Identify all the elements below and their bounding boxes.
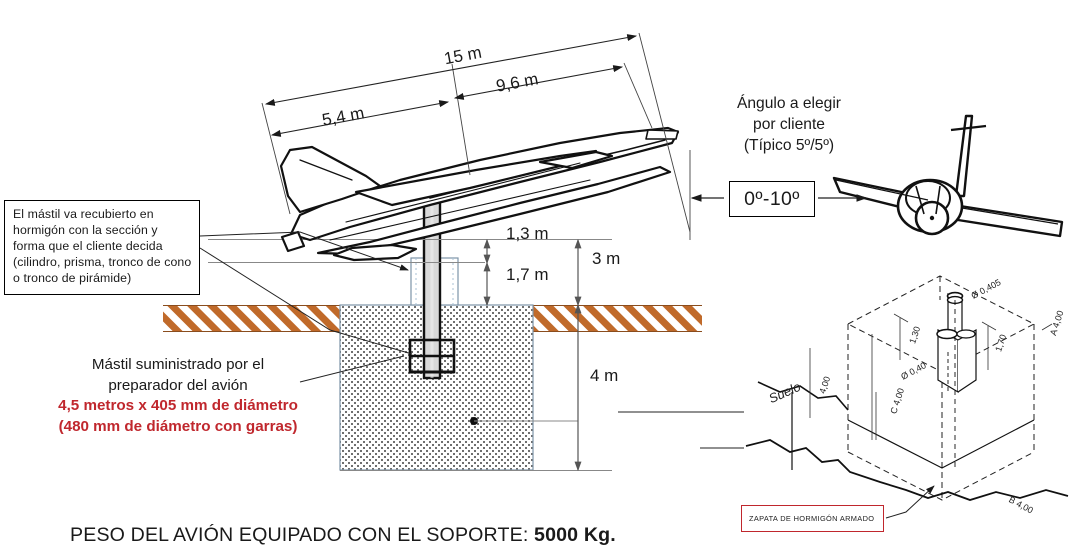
angle-leader-lines [689, 150, 868, 240]
dimension-label-mast-lower: 1,7 m [506, 265, 549, 284]
note-mast-cover-text: El mástil va recubierto en hormigón con … [13, 207, 192, 285]
note-leader-lines [199, 231, 413, 355]
footer-weight-value: 5000 Kg. [534, 524, 616, 546]
zapata-label-box: ZAPATA DE HORMIGÓN ARMADO [741, 505, 884, 532]
mast-caption-line3: 4,5 metros x 405 mm de diámetro [58, 397, 298, 415]
angle-note-line1: Ángulo a elegir [736, 95, 842, 112]
mast-caption-block: Mástil suministrado por el preparador de… [28, 355, 328, 437]
angle-value-box: 0º-10º [729, 181, 815, 217]
mast-caption-leader [299, 355, 405, 383]
vertical-dimension-lines [483, 238, 582, 472]
ground-layer [163, 304, 702, 333]
angle-note-line2: por cliente [753, 116, 825, 134]
dimension-label-mast-total: 3 m [592, 249, 621, 268]
mast-caption-line4: (480 mm de diámetro con garras) [58, 417, 298, 435]
dimension-label-mast-upper: 1,3 m [506, 224, 549, 243]
aircraft-front-view [832, 114, 1064, 238]
note-mast-cover-box: El mástil va recubierto en hormigón con … [4, 200, 200, 295]
aircraft-side-view [279, 126, 680, 262]
footer-weight: PESO DEL AVIÓN EQUIPADO CON EL SOPORTE: … [70, 524, 616, 547]
angle-note-block: Ángulo a elegir por cliente (Típico 5º/5… [690, 93, 888, 157]
dimension-label-foundation-depth: 4 m [590, 366, 619, 385]
top-dimension-lines [261, 32, 691, 233]
mast-caption-line2: preparador del avión [108, 376, 248, 394]
angle-value-text: 0º-10º [744, 187, 800, 210]
footer-weight-prefix: PESO DEL AVIÓN EQUIPADO CON EL SOPORTE: [70, 524, 535, 546]
mast-caption-line1: Mástil suministrado por el [91, 356, 265, 373]
angle-note-line3: (Típico 5º/5º) [743, 137, 835, 155]
zapata-label-text: ZAPATA DE HORMIGÓN ARMADO [749, 514, 875, 523]
isometric-foundation-detail [618, 275, 1069, 519]
